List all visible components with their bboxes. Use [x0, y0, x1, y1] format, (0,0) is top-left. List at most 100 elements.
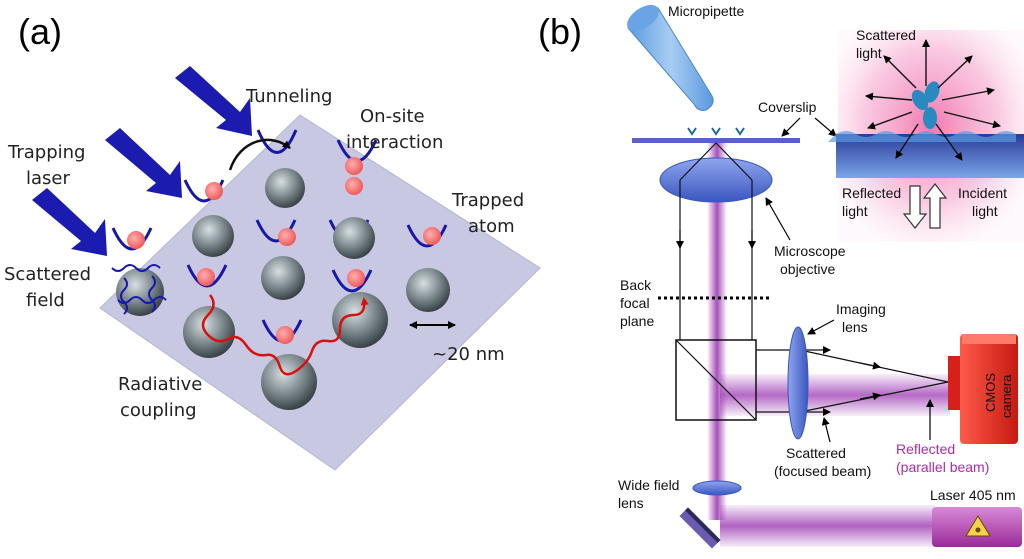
atom-dot [205, 182, 223, 200]
label-imaging-2: lens [842, 319, 868, 335]
label-objective-1: Microscope [774, 243, 846, 259]
atom-dot [347, 269, 365, 287]
label-radiative-2: coupling [120, 400, 197, 421]
panel-b: (b) Micropipette Coverslip [538, 3, 1024, 549]
atom-dot [276, 326, 294, 344]
atom-dot [345, 177, 363, 195]
label-bfp-1: Back [620, 277, 652, 293]
atom-ball [116, 268, 164, 316]
label-camera-2: camera [999, 374, 1014, 418]
panel-a-tag: (a) [18, 11, 62, 52]
micropipette-icon [627, 4, 714, 111]
atom-ball [265, 168, 305, 208]
reflected-light-arrow-icon [902, 185, 928, 229]
scattered-light-arrows [865, 39, 1001, 161]
atom-ball [406, 268, 450, 312]
label-imaging-1: Imaging [836, 301, 886, 317]
well [406, 224, 448, 248]
laser-405-icon [932, 507, 1022, 547]
label-reflected-beam-2: (parallel beam) [896, 459, 989, 475]
label-scattered-field-1: Scattered [4, 264, 91, 285]
objective-rays [676, 142, 756, 340]
beam-splitter [675, 339, 757, 421]
label-widefield-2: lens [618, 495, 644, 511]
coverslip-pointer [781, 117, 801, 137]
atom-dot [278, 228, 296, 246]
well [111, 227, 153, 251]
objective-pointer [765, 197, 791, 241]
beam-splitter-diagonal [675, 339, 757, 421]
incident-light-arrow-icon [922, 183, 948, 229]
wave [120, 277, 128, 315]
radiative-coupling-path [201, 294, 369, 376]
coverslip [632, 138, 800, 143]
imaging-rays [756, 346, 949, 416]
label-radiative-1: Radiative [118, 374, 202, 395]
scatterer-particle-icon [911, 81, 940, 129]
label-micropipette: Micropipette [668, 3, 744, 19]
label-bfp-2: focal [620, 295, 650, 311]
reflected-beam [720, 374, 950, 416]
label-incident-light-2: light [972, 203, 998, 219]
atom-ball [192, 215, 234, 257]
laser-arrow-1-icon [175, 66, 252, 136]
objective-lens [659, 157, 773, 203]
label-scattered-light-2: light [856, 45, 882, 61]
wave [148, 275, 156, 313]
scattered-field-waves [111, 264, 167, 315]
laser-arrow-2-icon [105, 128, 182, 198]
mirror-icon [679, 507, 721, 549]
label-scattered-beam-2: (focused beam) [774, 463, 871, 479]
label-reflected-light-1: Reflected [842, 185, 901, 201]
label-scattered-beam-1: Scattered [786, 445, 846, 461]
coverslip-inset-pointer [814, 117, 837, 137]
atom-ball [261, 256, 305, 300]
vertical-beam [707, 140, 727, 520]
imaging-lens [787, 326, 809, 440]
label-trapped-2: atom [468, 216, 515, 237]
label-trapping-1: Trapping [7, 142, 85, 163]
label-scattered-light-1: Scattered [856, 27, 916, 43]
wave [117, 296, 167, 304]
well [255, 219, 297, 243]
atom-dot [345, 157, 363, 175]
lattice-plane [99, 114, 541, 471]
wide-field-lens [692, 480, 742, 496]
label-onsite-1: On-site [360, 106, 425, 127]
atom-ball [332, 292, 388, 348]
panel-a: (a) [4, 11, 541, 471]
atom-dot [197, 268, 215, 286]
atom-ball [261, 354, 317, 410]
label-bfp-3: plane [620, 313, 654, 329]
trapping-laser-arrows [32, 66, 252, 256]
label-incident-light-1: Incident [958, 185, 1007, 201]
label-objective-2: objective [780, 261, 835, 277]
laser-arrow-3-icon [32, 188, 107, 256]
label-scale: ~20 nm [432, 344, 505, 365]
label-onsite-2: interaction [346, 132, 443, 153]
label-reflected-light-2: light [842, 203, 868, 219]
well [331, 269, 373, 293]
wave [111, 264, 161, 272]
label-widefield-1: Wide field [618, 477, 679, 493]
label-camera-1: CMOS [983, 373, 998, 412]
label-tunneling: Tunneling [245, 86, 332, 107]
label-trapped-1: Trapped [451, 190, 524, 211]
label-laser: Laser 405 nm [930, 487, 1016, 503]
panel-b-tag: (b) [538, 11, 582, 52]
tunneling-arrow [228, 138, 291, 171]
atom-dot [127, 231, 145, 249]
laser-warning-icon [965, 515, 991, 537]
laser-beam [720, 505, 935, 547]
scattered-beam-pointer [821, 417, 831, 443]
cmos-camera-icon: CMOS camera [948, 334, 1018, 444]
trapped-atoms [116, 168, 450, 410]
scattering-inset: Scattered light Reflected light Incident… [828, 27, 1024, 242]
imaging-lens-pointer [807, 319, 835, 335]
label-coverslip: Coverslip [758, 99, 817, 115]
atom-ball [333, 217, 375, 259]
atom-ball [183, 306, 235, 358]
sample-particles [687, 127, 745, 136]
label-trapping-2: laser [26, 168, 70, 189]
